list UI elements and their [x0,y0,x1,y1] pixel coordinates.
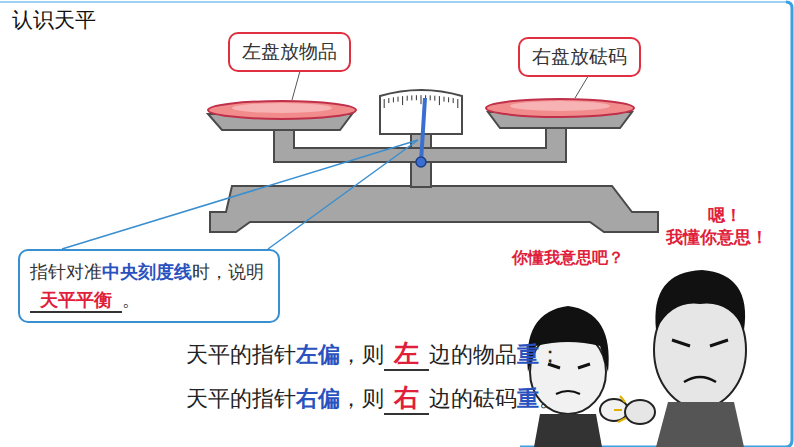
callout-box: 右盘放砝码 [518,37,641,77]
sentence-text: ； [539,342,561,367]
sentence-text: ，则 [340,386,384,411]
callout-text: 中央刻度线 [102,261,192,282]
scale-dial [380,90,462,134]
meme-left-face [527,306,628,447]
speech-text: 我懂你意思！ [666,226,768,249]
callout-text: 指针对准 [30,261,102,282]
right-pan [486,99,634,117]
sentence-line: 天平的指针右偏，则右边的砝码重。 [186,384,561,415]
speech-text: 你懂我意思吧？ [512,248,624,269]
callout-box: 指针对准中央刻度线时，说明天平平衡。 [18,249,280,323]
leader-line [62,140,418,249]
sentence-text: 天平的指针 [186,342,296,367]
leader-line [268,140,418,249]
keyword: 重 [517,342,539,367]
balance-base [210,186,658,232]
callout-text: 。 [122,289,140,310]
answer-blank: 右 [384,384,429,415]
callout-text: 右盘放砝码 [532,45,627,67]
answer-blank: 左 [384,340,429,371]
callout-text: 时，说明 [192,261,264,282]
sentence-text: 。 [539,386,561,411]
callout-box: 左盘放物品 [228,32,351,72]
keyword: 右偏 [296,386,340,411]
pointer-pivot [416,157,426,167]
leader-line [292,71,300,100]
right-pan [510,101,610,111]
sentence-text: ，则 [340,342,384,367]
pointer [421,98,425,162]
keyword: 重 [517,386,539,411]
sentence-line: 天平的指针左偏，则左边的物品重； [186,340,561,371]
callout-text: 左盘放物品 [242,40,337,62]
answer-blank: 天平平衡 [30,290,122,313]
sentence-text: 天平的指针 [186,386,296,411]
keyword: 左偏 [296,342,340,367]
page-title: 认识天平 [12,6,96,34]
scale-ticks [384,95,458,108]
sentence-text: 边的砝码 [429,386,517,411]
speech-text: 嗯！ [708,204,742,227]
sentence-text: 边的物品 [429,342,517,367]
left-pan [208,101,356,119]
page-frame [0,1,786,3]
left-pan [232,103,332,113]
meme-right-face [614,270,746,447]
